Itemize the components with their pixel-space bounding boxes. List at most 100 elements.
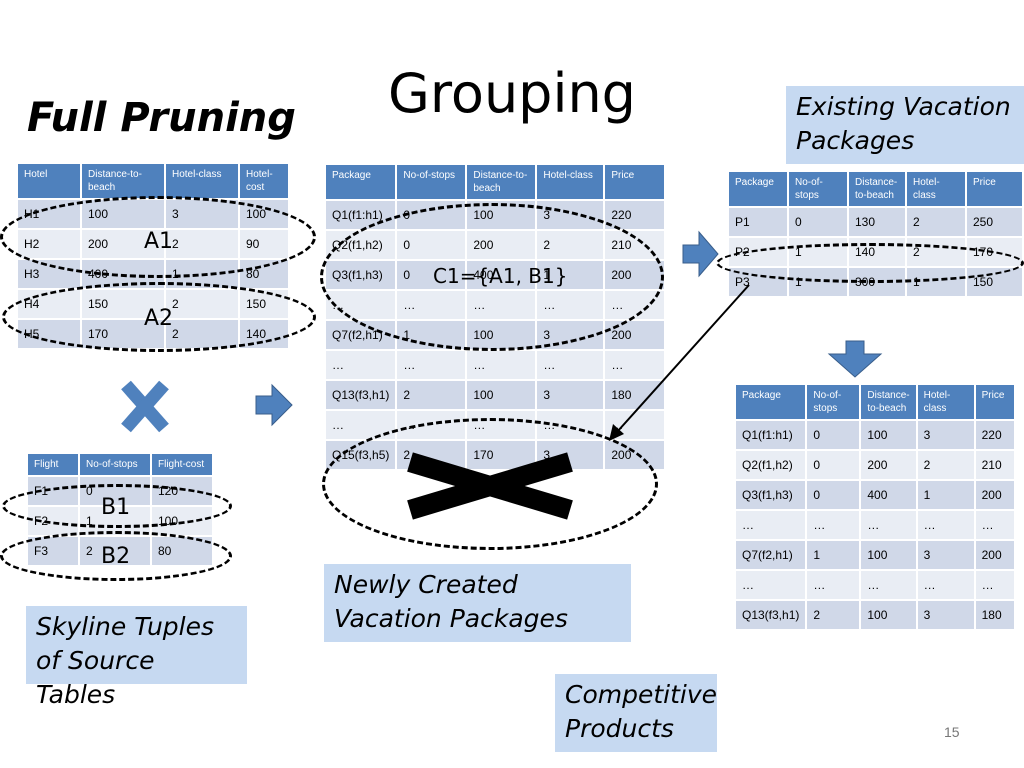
skyline-tuples-note: Skyline Tuples of Source Tables [26, 606, 247, 709]
column-header: Hotel-class [535, 163, 606, 201]
column-header: Flight [26, 452, 80, 477]
column-header: Price [965, 170, 1024, 208]
table-header-row: Package No-of-stops Distance-to-beach Ho… [727, 170, 1024, 208]
table-row: Q7(f2,h1) 1 100 3 200 [733, 539, 1017, 571]
table-row: … … … … … [733, 569, 1017, 601]
table-row: Q13(f3,h1) 2 100 3 180 [323, 379, 666, 411]
table-cell: 80 [238, 258, 290, 290]
column-header: Price [973, 383, 1017, 421]
group-b1-ellipse [2, 484, 232, 528]
table-cell: 3 [535, 379, 606, 411]
table-cell: 250 [965, 206, 1024, 238]
table-cell: … [805, 569, 862, 601]
table-cell: 180 [973, 599, 1017, 631]
group-label-a2: A2 [144, 306, 174, 331]
table-cell: Q1(f1:h1) [733, 419, 808, 451]
table-cell: Q13(f3,h1) [733, 599, 808, 631]
table-cell: 0 [805, 449, 862, 481]
group-b2-ellipse [0, 531, 232, 581]
table-cell: 200 [973, 479, 1017, 511]
column-header: Flight-cost [150, 452, 214, 477]
column-header: Package [323, 163, 398, 201]
column-header: Distance-to-beach [859, 383, 918, 421]
table-cell: 2 [805, 599, 862, 631]
table-cell: Q3(f1,h3) [733, 479, 808, 511]
table-cell: 2 [395, 379, 468, 411]
table-cell: … [915, 509, 976, 541]
column-header: Hotel-class [164, 162, 240, 200]
table-cell: 100 [465, 379, 538, 411]
group-label-c1: C1={A1, B1} [433, 264, 568, 288]
table-cell: 3 [915, 539, 976, 571]
column-header: No-of-stops [78, 452, 152, 477]
column-header: Package [733, 383, 808, 421]
table-header-row: Package No-of-stops Distance-to-beach Ho… [323, 163, 666, 201]
table-cell: 210 [973, 449, 1017, 481]
table-cell: … [535, 349, 606, 381]
group-label-b1: B1 [101, 495, 131, 520]
p2-row-ellipse [716, 243, 1024, 283]
table-cell: 2 [915, 449, 976, 481]
table-cell: 3 [915, 419, 976, 451]
group-a1-ellipse [0, 196, 316, 278]
page-number: 15 [944, 724, 960, 740]
table-cell: 0 [805, 479, 862, 511]
table-cell: … [805, 509, 862, 541]
pruned-x-icon [407, 452, 573, 520]
table-cell: 1 [805, 539, 862, 571]
slide-subtitle: Full Pruning [27, 95, 296, 141]
table-cell: 200 [973, 539, 1017, 571]
table-header-row: Hotel Distance-to-beach Hotel-class Hote… [16, 162, 290, 200]
table-cell: 130 [847, 206, 907, 238]
column-header: No-of-stops [395, 163, 468, 201]
pruned-group-ellipse [322, 418, 658, 550]
column-header: Hotel-cost [238, 162, 290, 200]
table-row: P1 0 130 2 250 [727, 206, 1024, 238]
column-header: Hotel [16, 162, 82, 200]
table-row: Q3(f1,h3) 0 400 1 200 [733, 479, 1017, 511]
table-cell: 400 [859, 479, 918, 511]
table-cell: … [973, 569, 1017, 601]
table-cell: Q13(f3,h1) [323, 379, 398, 411]
table-row: Q13(f3,h1) 2 100 3 180 [733, 599, 1017, 631]
table-cell: Q7(f2,h1) [733, 539, 808, 571]
table-row: Q2(f1,h2) 0 200 2 210 [733, 449, 1017, 481]
table-cell: P1 [727, 206, 789, 238]
table-cell: 1 [915, 479, 976, 511]
competitive-products-note: Competitive Products [555, 674, 717, 752]
table-cell: 2 [905, 206, 967, 238]
table-cell: 220 [973, 419, 1017, 451]
table-row: Q1(f1:h1) 0 100 3 220 [733, 419, 1017, 451]
column-header: Hotel-class [905, 170, 967, 208]
table-cell: … [395, 349, 468, 381]
table-cell: … [859, 509, 918, 541]
table-cell: … [859, 569, 918, 601]
new-packages-note: Newly Created Vacation Packages [324, 564, 631, 642]
table-cell: Q2(f1,h2) [733, 449, 808, 481]
table-cell: 100 [859, 599, 918, 631]
table-cell: 200 [603, 319, 666, 351]
group-a2-ellipse [2, 282, 316, 352]
table-cell: 100 [859, 539, 918, 571]
table-cell: 0 [805, 419, 862, 451]
group-c1-ellipse [320, 203, 664, 351]
column-header: Distance-to-beach [465, 163, 538, 201]
column-header: No-of-stops [805, 383, 862, 421]
column-header: Price [603, 163, 666, 201]
competitive-products-table: Package No-of-stops Distance-to-beach Ho… [733, 383, 1017, 631]
column-header: No-of-stops [787, 170, 849, 208]
right-arrow-icon [255, 383, 293, 427]
cross-join-icon [121, 380, 169, 433]
table-row: … … … … … [733, 509, 1017, 541]
table-cell: … [733, 509, 808, 541]
down-arrow-icon [827, 340, 883, 378]
dominance-arrow [609, 284, 750, 441]
table-header-row: Package No-of-stops Distance-to-beach Ho… [733, 383, 1017, 421]
column-header: Distance-to-beach [80, 162, 166, 200]
table-cell: … [733, 569, 808, 601]
group-label-b2: B2 [101, 544, 131, 569]
table-cell: … [973, 509, 1017, 541]
table-cell: 0 [787, 206, 849, 238]
table-cell: … [915, 569, 976, 601]
